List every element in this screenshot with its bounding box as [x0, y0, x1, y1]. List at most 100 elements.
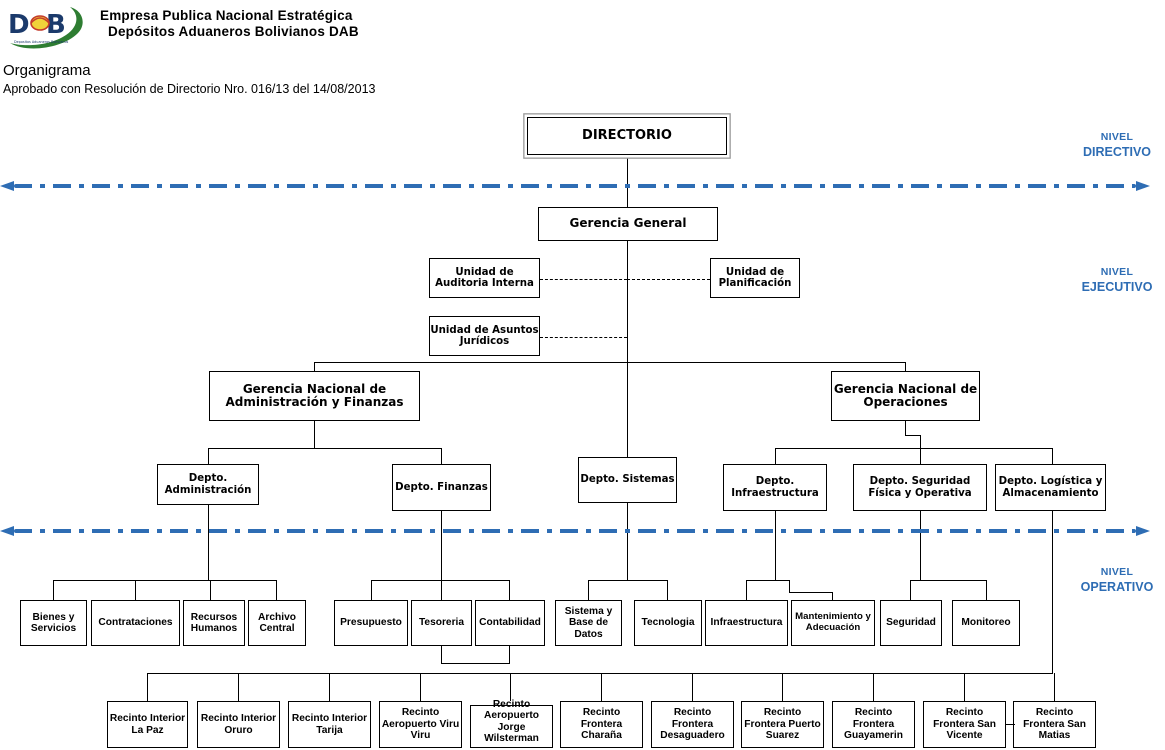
node-depto-infraestructura[interactable]: Depto. Infraestructura: [723, 464, 827, 511]
arrow-right-icon: [1136, 526, 1150, 536]
level-big-2: EJECUTIVO: [1081, 280, 1153, 294]
node-gerencia-general[interactable]: Gerencia General: [538, 207, 718, 241]
node-recinto-frontera-puertosuarez[interactable]: Recinto Frontera Puerto Suarez: [741, 701, 824, 748]
connector-rrhh-drop: [210, 580, 212, 600]
node-monitoreo-label: Monitoreo: [961, 617, 1011, 629]
connector-recinto-4-drop: [510, 673, 512, 701]
level-small-1: NIVEL: [1100, 131, 1134, 143]
node-unidad-juridicos-label: Unidad de Asuntos Jurídicos: [430, 324, 539, 347]
node-recinto-frontera-sanmatias[interactable]: Recinto Frontera San Matias: [1013, 701, 1096, 748]
node-sistema-base-datos-label: Sistema y Base de Datos: [564, 605, 613, 640]
connector-mantenimiento-step-h: [789, 592, 833, 594]
connector-recinto-2-drop: [329, 673, 331, 701]
node-mantenimiento-adecuacion-label: Mantenimiento y Adecuación: [795, 611, 871, 633]
node-mantenimiento-adecuacion[interactable]: Mantenimiento y Adecuación: [791, 600, 875, 646]
node-sistema-base-datos[interactable]: Sistema y Base de Datos: [555, 600, 622, 646]
connector-sistemas-stem: [627, 503, 629, 580]
connector-segfisica-stem: [920, 511, 922, 580]
connector-monitoreo-drop: [986, 580, 988, 600]
node-recinto-9-label: Recinto Frontera San Vicente: [933, 707, 996, 742]
node-infraestructura-op[interactable]: Infraestructura: [705, 600, 788, 646]
node-recinto-5-label: Recinto Frontera Charaña: [580, 707, 623, 742]
node-recinto-3-label: Recinto Aeropuerto Viru Viru: [381, 707, 460, 742]
node-directorio[interactable]: DIRECTORIO: [527, 117, 727, 155]
node-seguridad[interactable]: Seguridad: [880, 600, 942, 646]
node-tesoreria[interactable]: Tesoreria: [411, 600, 472, 646]
node-depto-seguridad-fisica[interactable]: Depto. Seguridad Física y Operativa: [853, 464, 987, 511]
node-monitoreo[interactable]: Monitoreo: [952, 600, 1020, 646]
node-depto-logistica-label: Depto. Logística y Almacenamiento: [998, 476, 1103, 499]
node-unidad-auditoria-label: Unidad de Auditoria Interna: [435, 266, 534, 289]
node-unidad-juridicos[interactable]: Unidad de Asuntos Jurídicos: [429, 316, 540, 356]
node-presupuesto[interactable]: Presupuesto: [334, 600, 408, 646]
node-unidad-planificacion-label: Unidad de Planificación: [718, 266, 792, 289]
dab-logo: D B Depositos Aduaneros Bolivianos: [4, 3, 90, 51]
node-gerencia-admin-finanzas[interactable]: Gerencia Nacional de Administración y Fi…: [209, 371, 420, 421]
node-contrataciones[interactable]: Contrataciones: [91, 600, 180, 646]
node-recursos-humanos[interactable]: Recursos Humanos: [183, 600, 245, 646]
node-tecnologia[interactable]: Tecnologia: [634, 600, 702, 646]
node-unidad-auditoria[interactable]: Unidad de Auditoria Interna: [429, 258, 540, 298]
node-tesoreria-label: Tesoreria: [418, 617, 465, 629]
node-recinto-aeropuerto-viruviru[interactable]: Recinto Aeropuerto Viru Viru: [379, 701, 462, 748]
node-recinto-aeropuerto-wilsterman[interactable]: Recinto Aeropuerto Jorge Wilsterman: [470, 699, 553, 748]
node-depto-administracion[interactable]: Depto. Administración: [157, 464, 259, 505]
node-infraestructura-op-label: Infraestructura: [710, 617, 783, 629]
connector-planificacion-dashed: [627, 279, 710, 280]
arrow-right-icon: [1136, 181, 1150, 191]
node-depto-sistemas[interactable]: Depto. Sistemas: [578, 457, 677, 503]
connector-recinto-9-drop: [964, 673, 966, 701]
node-recinto-frontera-charana[interactable]: Recinto Frontera Charaña: [560, 701, 643, 748]
connector-sistema-bd-drop: [588, 580, 590, 600]
separator-directivo-ejecutivo: [0, 181, 1150, 191]
node-depto-logistica[interactable]: Depto. Logística y Almacenamiento: [995, 464, 1106, 511]
level-small-2: NIVEL: [1100, 266, 1134, 278]
node-recinto-frontera-desaguadero[interactable]: Recinto Frontera Desaguadero: [651, 701, 734, 748]
node-tecnologia-label: Tecnologia: [641, 617, 695, 629]
node-unidad-planificacion[interactable]: Unidad de Planificación: [710, 258, 800, 298]
node-contrataciones-label: Contrataciones: [98, 617, 173, 629]
node-contabilidad[interactable]: Contabilidad: [475, 600, 545, 646]
connector-recinto-6-drop: [692, 673, 694, 701]
node-contabilidad-label: Contabilidad: [479, 617, 541, 629]
node-depto-seguridad-fisica-label: Depto. Seguridad Física y Operativa: [868, 476, 972, 499]
node-recinto-interior-oruro[interactable]: Recinto Interior Oruro: [197, 701, 280, 748]
node-recinto-frontera-guayamerin[interactable]: Recinto Frontera Guayamerin: [832, 701, 915, 748]
node-archivo-central-label: Archivo Central: [258, 611, 296, 634]
connector-depto-infra-drop: [775, 448, 777, 464]
level-big-3: OPERATIVO: [1080, 580, 1154, 594]
connector-archivo-drop: [276, 580, 278, 600]
connector-infra-bus: [746, 580, 789, 582]
connector-gno-stem: [905, 421, 907, 435]
node-depto-finanzas-label: Depto. Finanzas: [395, 481, 488, 493]
node-recinto-10-label: Recinto Frontera San Matias: [1023, 707, 1086, 742]
node-recinto-interior-lapaz[interactable]: Recinto Interior La Paz: [107, 701, 188, 748]
node-recinto-interior-tarija[interactable]: Recinto Interior Tarija: [288, 701, 371, 748]
node-archivo-central[interactable]: Archivo Central: [248, 600, 306, 646]
node-gerencia-operaciones[interactable]: Gerencia Nacional de Operaciones: [831, 371, 980, 421]
svg-text:Depositos Aduaneros Bolivianos: Depositos Aduaneros Bolivianos: [14, 40, 69, 44]
connector-gno-drop: [905, 362, 907, 372]
connector-depto-seg-drop: [920, 448, 922, 464]
connector-juridicos-dashed: [540, 337, 627, 338]
connector-recinto-10-drop: [1054, 673, 1056, 701]
node-bienes-servicios[interactable]: Bienes y Servicios: [20, 600, 87, 646]
connector-finanzas-lower-bus: [441, 663, 510, 665]
connector-gg-trunk: [627, 241, 629, 475]
connector-gnaf-bus: [208, 448, 441, 450]
connector-depto-finanzas-drop: [441, 448, 443, 464]
arrow-left-icon: [0, 526, 14, 536]
connector-recinto-3-drop: [420, 673, 422, 701]
node-recinto-4-label: Recinto Aeropuerto Jorge Wilsterman: [484, 699, 539, 745]
node-depto-finanzas[interactable]: Depto. Finanzas: [392, 464, 491, 511]
node-recinto-7-label: Recinto Frontera Puerto Suarez: [744, 707, 821, 742]
connector-gno-bus: [775, 448, 1052, 450]
company-name-line2: Depósitos Aduaneros Bolivianos DAB: [108, 24, 359, 39]
node-recinto-frontera-sanvicente[interactable]: Recinto Frontera San Vicente: [923, 701, 1006, 748]
connector-admin-bus: [53, 580, 277, 582]
connector-finanzas-bus: [371, 580, 510, 582]
connector-gno-step: [905, 435, 921, 437]
node-gerencia-admin-finanzas-label: Gerencia Nacional de Administración y Fi…: [225, 381, 404, 409]
connector-recinto-8-drop: [873, 673, 875, 701]
arrow-left-icon: [0, 181, 14, 191]
